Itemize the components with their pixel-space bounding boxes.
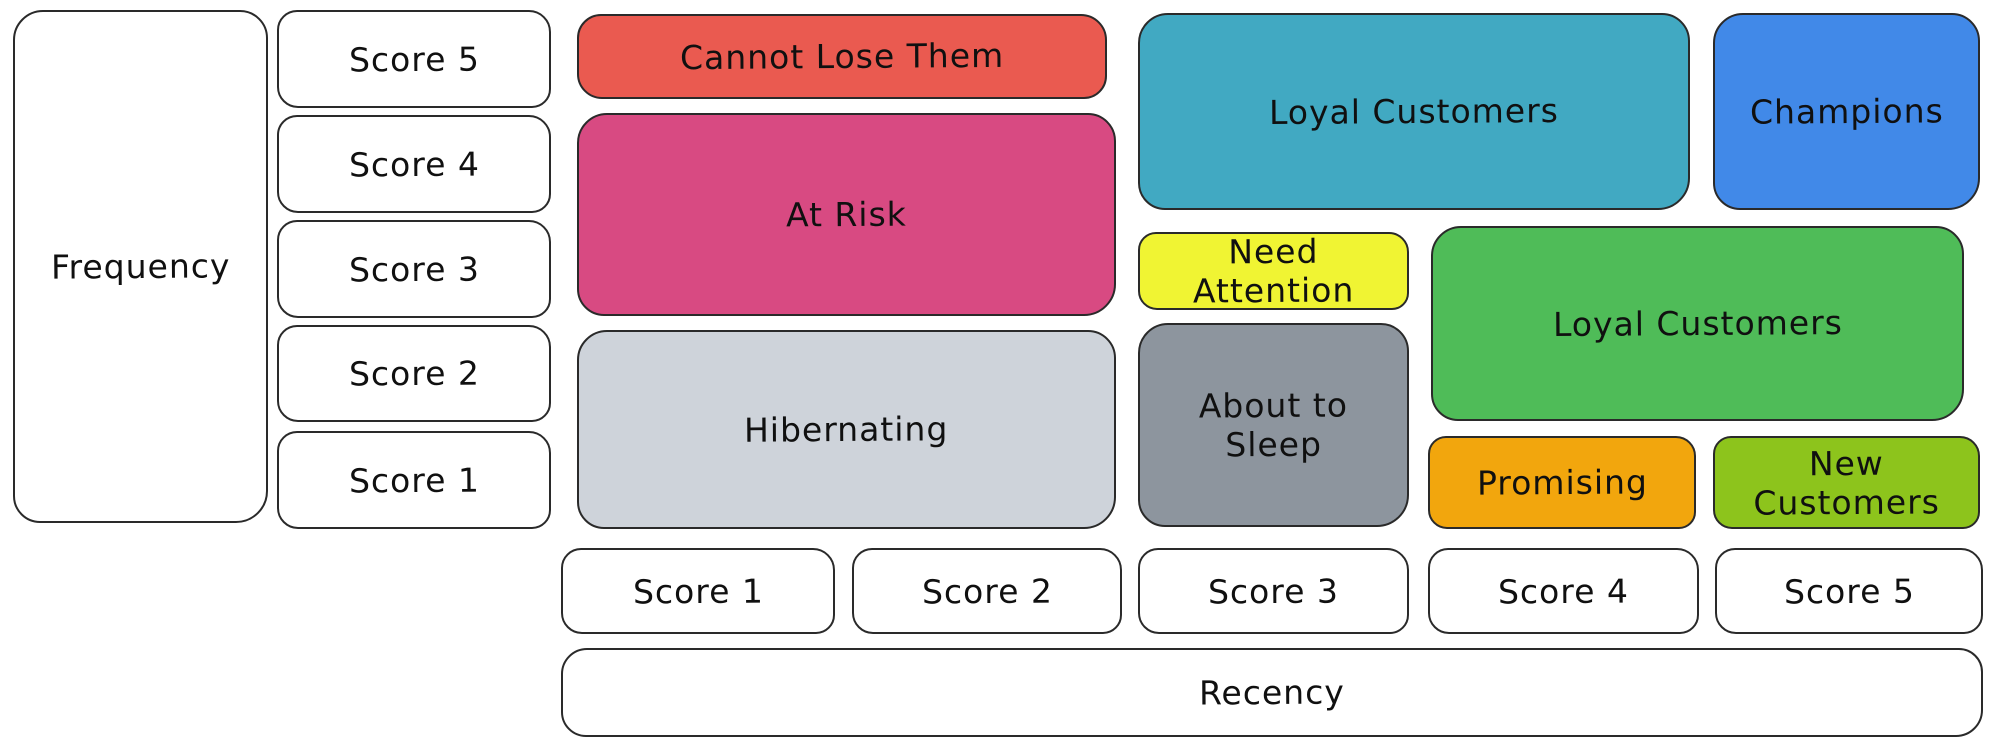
segment-new-customers: New Customers bbox=[1713, 436, 1980, 529]
frequency-score-5-text: Score 5 bbox=[348, 39, 480, 79]
frequency-score-1-text: Score 1 bbox=[348, 460, 480, 500]
segment-about-to-sleep-label: About to Sleep bbox=[1198, 385, 1349, 465]
frequency-score-3: Score 3 bbox=[277, 220, 551, 318]
segment-need-attention-label: Need Attention bbox=[1192, 231, 1355, 311]
segment-about-to-sleep: About to Sleep bbox=[1138, 323, 1409, 527]
segment-cannot-lose-them-label: Cannot Lose Them bbox=[679, 35, 1005, 78]
frequency-score-1: Score 1 bbox=[277, 431, 551, 529]
frequency-score-3-text: Score 3 bbox=[348, 249, 480, 289]
segment-loyal-customers-right-label: Loyal Customers bbox=[1552, 302, 1843, 345]
segment-champions: Champions bbox=[1713, 13, 1980, 210]
segment-promising: Promising bbox=[1428, 436, 1696, 529]
segment-promising-label: Promising bbox=[1476, 462, 1648, 503]
frequency-score-2-text: Score 2 bbox=[348, 353, 480, 394]
frequency-axis-text: Frequency bbox=[50, 246, 231, 287]
recency-axis-text: Recency bbox=[1198, 672, 1346, 713]
segment-hibernating-label: Hibernating bbox=[744, 409, 949, 450]
frequency-axis-label: Frequency bbox=[13, 10, 268, 523]
recency-score-2-text: Score 2 bbox=[921, 571, 1053, 611]
segment-new-customers-label: New Customers bbox=[1753, 443, 1941, 523]
recency-score-1: Score 1 bbox=[561, 548, 835, 634]
recency-score-4-text: Score 4 bbox=[1497, 571, 1630, 611]
segment-at-risk-label: At Risk bbox=[785, 194, 908, 235]
frequency-score-2: Score 2 bbox=[277, 325, 551, 422]
recency-score-2: Score 2 bbox=[852, 548, 1122, 634]
recency-score-3: Score 3 bbox=[1138, 548, 1409, 634]
recency-score-1-text: Score 1 bbox=[632, 571, 764, 611]
segment-loyal-customers-right: Loyal Customers bbox=[1431, 226, 1964, 421]
segment-champions-label: Champions bbox=[1749, 91, 1944, 132]
recency-score-5: Score 5 bbox=[1715, 548, 1983, 634]
recency-score-4: Score 4 bbox=[1428, 548, 1699, 634]
segment-need-attention: Need Attention bbox=[1138, 231, 1409, 311]
frequency-score-5: Score 5 bbox=[277, 10, 551, 108]
recency-score-5-text: Score 5 bbox=[1783, 571, 1915, 611]
recency-score-3-text: Score 3 bbox=[1207, 571, 1340, 611]
segment-at-risk: At Risk bbox=[577, 113, 1116, 316]
segment-cannot-lose-them: Cannot Lose Them bbox=[577, 14, 1107, 99]
segment-loyal-customers-top-label: Loyal Customers bbox=[1268, 90, 1560, 133]
segment-loyal-customers-top: Loyal Customers bbox=[1138, 13, 1690, 210]
frequency-score-4-text: Score 4 bbox=[348, 144, 480, 184]
segment-hibernating: Hibernating bbox=[577, 330, 1116, 529]
recency-axis-label: Recency bbox=[561, 648, 1983, 737]
frequency-score-4: Score 4 bbox=[277, 115, 551, 213]
